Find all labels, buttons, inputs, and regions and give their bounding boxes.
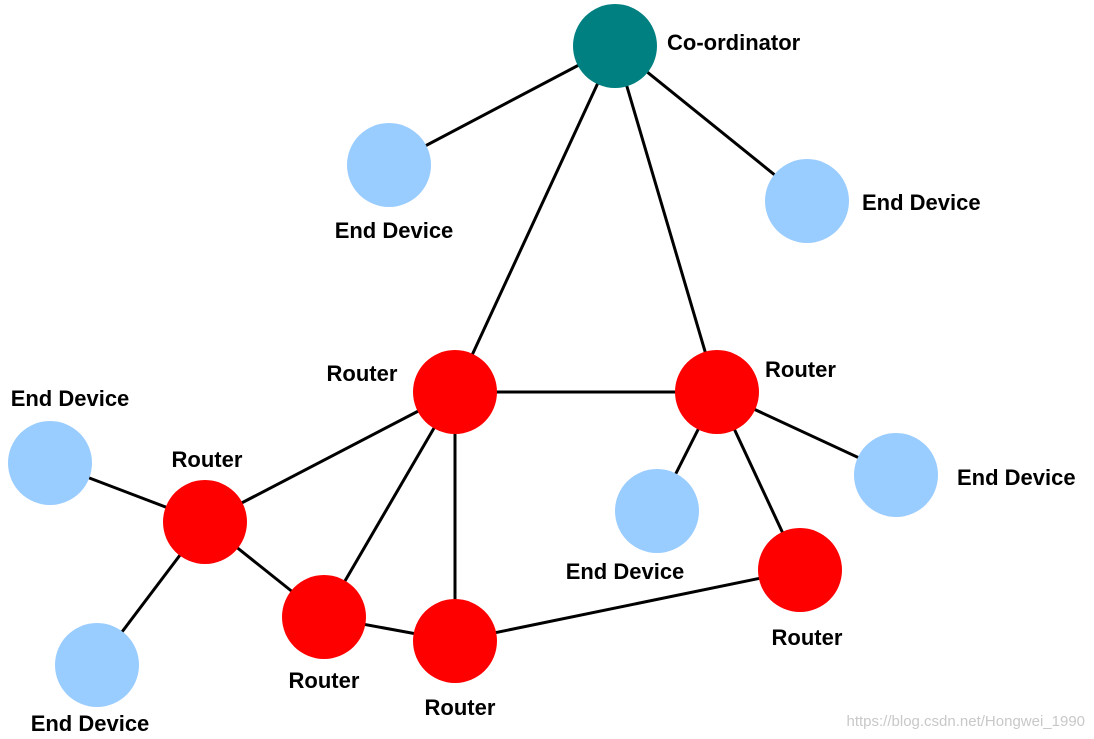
nodes-layer (8, 4, 938, 707)
router-node (413, 599, 497, 683)
end-device-label: End Device (566, 559, 685, 584)
router-label: Router (772, 625, 843, 650)
end-device-label: End Device (862, 190, 981, 215)
end-device-node (854, 433, 938, 517)
end-device-label: End Device (11, 386, 130, 411)
link-r1-r3 (204, 390, 456, 524)
end-device-node (347, 123, 431, 207)
end-device-node (615, 469, 699, 553)
watermark-text: https://blog.csdn.net/Hongwei_1990 (847, 713, 1086, 730)
router-node (675, 350, 759, 434)
link-r1-r4 (322, 391, 457, 618)
router-label: Router (172, 447, 243, 472)
link-coord-r2 (613, 45, 719, 393)
router-node (282, 575, 366, 659)
router-label: Router (289, 668, 360, 693)
router-node (413, 350, 497, 434)
end-device-label: End Device (957, 465, 1076, 490)
end-device-node (765, 159, 849, 243)
link-coord-ed1 (388, 44, 616, 167)
router-label: Router (327, 361, 398, 386)
end-device-label: End Device (335, 218, 454, 243)
end-device-label: End Device (31, 711, 150, 736)
router-label: Router (765, 357, 836, 382)
router-node (163, 480, 247, 564)
link-r5-r6 (454, 568, 801, 643)
router-label: Router (425, 695, 496, 720)
link-coord-r1 (453, 45, 617, 393)
end-device-node (55, 623, 139, 707)
end-device-node (8, 421, 92, 505)
coordinator-node (573, 4, 657, 88)
router-node (758, 528, 842, 612)
coordinator-label: Co-ordinator (667, 30, 801, 55)
